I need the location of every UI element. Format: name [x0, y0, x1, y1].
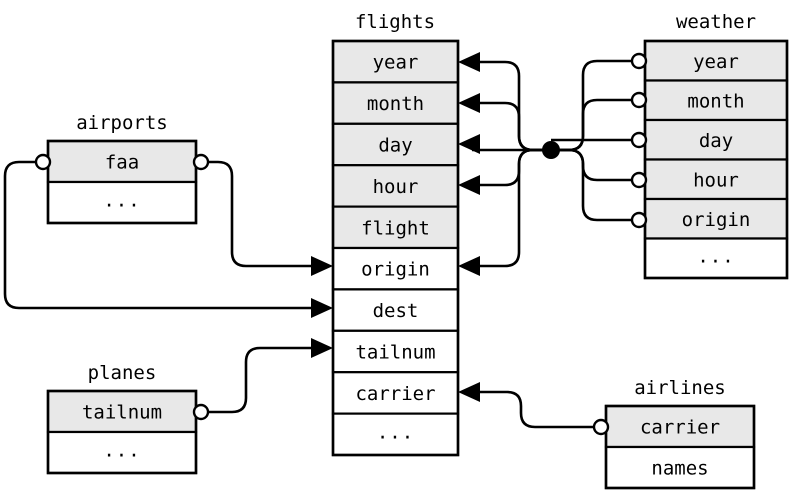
link-weather-year: [551, 59, 645, 152]
link-airports-origin: [208, 160, 320, 268]
cardinality-one-markers: [34, 52, 648, 436]
field-row-flights-carrier[interactable]: [331, 371, 460, 415]
arrowhead-flights-carrier: [458, 382, 480, 402]
one-marker-weather-month: [630, 91, 648, 109]
tables-layer: faa...tailnum...yearmonthdayhourflightor…: [46, 39, 789, 490]
field-label-weather-hour: hour: [693, 169, 739, 191]
field-label-airports-faa: faa: [105, 152, 139, 174]
relationship-links: [3, 59, 645, 429]
one-marker-airports-left: [34, 153, 52, 171]
field-label-flights-flight: flight: [361, 217, 430, 239]
link-planes-tailnum: [208, 346, 320, 414]
field-label-flights-month: month: [367, 93, 424, 115]
field-label-weather-day: day: [699, 130, 733, 152]
table-planes: tailnum...: [46, 389, 198, 475]
link-weather-origin: [551, 148, 645, 222]
one-marker-weather-day: [630, 131, 648, 149]
field-label-weather-more: ...: [697, 245, 734, 267]
field-label-airlines-carrier: carrier: [640, 417, 720, 439]
field-label-weather-origin: origin: [682, 209, 751, 231]
field-row-weather-hour[interactable]: [643, 158, 789, 201]
field-label-airports-more: ...: [103, 190, 140, 212]
table-border-planes: [46, 389, 198, 475]
table-title-airlines: airlines: [634, 377, 726, 399]
field-label-flights-more: ...: [377, 421, 414, 443]
arrowhead-flights-month: [458, 93, 480, 113]
one-marker-airports-right: [192, 153, 210, 171]
table-airports: faa...: [46, 139, 198, 225]
table-title-planes: planes: [88, 362, 157, 384]
one-marker-planes: [192, 403, 210, 421]
table-title-airports: airports: [76, 112, 168, 134]
field-label-airlines-names: names: [651, 458, 708, 480]
junction-dot: [542, 141, 560, 159]
one-marker-weather-hour: [630, 171, 648, 189]
field-label-flights-dest: dest: [373, 300, 419, 322]
arrowhead-flights-dest: [311, 298, 333, 318]
field-label-planes-tailnum: tailnum: [82, 402, 162, 424]
link-weather-month: [551, 98, 645, 152]
arrowhead-flights-hour: [458, 175, 480, 195]
arrowhead-flights-origin-w: [458, 256, 480, 276]
arrowheads: [311, 52, 480, 402]
field-label-flights-hour: hour: [373, 176, 419, 198]
link-flights-year: [472, 60, 551, 152]
table-title-weather: weather: [676, 11, 756, 33]
field-row-flights-day[interactable]: [331, 122, 460, 167]
field-label-flights-tailnum: tailnum: [355, 342, 435, 364]
table-titles: airports planes flights weather airlines: [76, 11, 756, 399]
table-border-airports: [46, 139, 198, 225]
field-label-flights-day: day: [378, 135, 412, 157]
field-label-planes-more: ...: [103, 440, 140, 462]
link-airports-dest: [3, 160, 320, 310]
field-label-flights-origin: origin: [361, 259, 430, 281]
link-airlines-carrier: [472, 390, 597, 429]
field-label-flights-year: year: [373, 52, 419, 74]
field-label-flights-carrier: carrier: [355, 383, 435, 405]
arrowhead-flights-day: [458, 134, 480, 154]
field-row-flights-more[interactable]: [331, 412, 460, 457]
table-border-flights: [331, 39, 460, 457]
link-flights-origin-weather: [472, 148, 551, 268]
table-airlines: carrier names: [604, 404, 756, 490]
link-flights-hour: [472, 148, 551, 187]
table-border-weather: [643, 39, 789, 280]
one-marker-weather-origin: [630, 211, 648, 229]
link-flights-month: [472, 101, 551, 152]
table-flights: year month day hour flight origin dest tailnum c…: [331, 39, 460, 457]
table-border-airlines: [604, 404, 756, 490]
table-weather: year month day hour origin...: [643, 39, 789, 280]
arrowhead-flights-year: [458, 52, 480, 72]
field-label-weather-month: month: [687, 90, 744, 112]
link-weather-hour: [551, 148, 645, 182]
table-title-flights: flights: [355, 11, 435, 33]
field-label-weather-year: year: [693, 51, 739, 73]
arrowhead-flights-tailnum: [311, 338, 333, 358]
arrowhead-flights-origin-a: [311, 256, 333, 276]
one-marker-airlines: [592, 418, 610, 436]
one-marker-weather-year: [630, 52, 648, 70]
